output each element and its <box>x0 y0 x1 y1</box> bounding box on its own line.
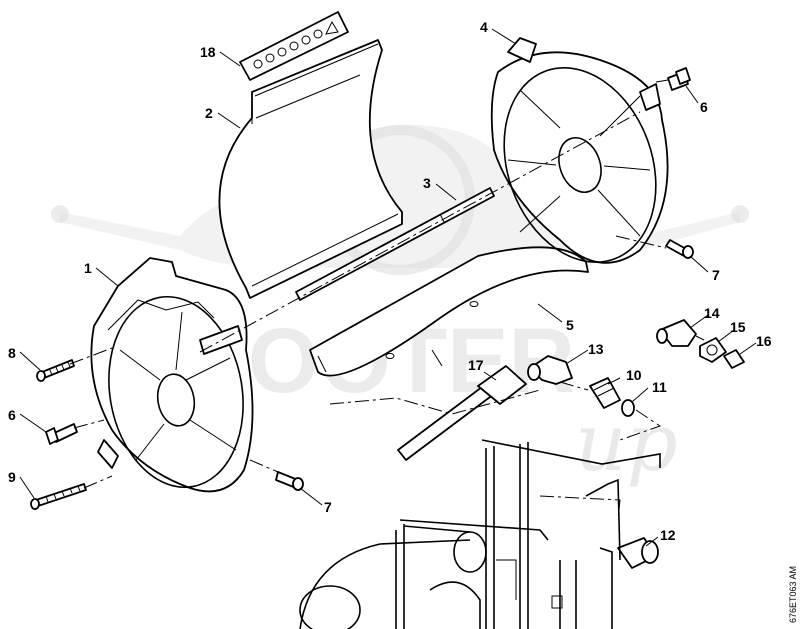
callout-16: 16 <box>756 333 772 349</box>
lower-cover <box>309 246 589 377</box>
callout-18: 18 <box>200 44 216 60</box>
callout-12: 12 <box>660 527 676 543</box>
callout-15: 15 <box>730 319 746 335</box>
callout-2: 2 <box>205 105 213 121</box>
screw-9 <box>30 483 87 510</box>
callout-17: 17 <box>468 357 484 373</box>
callout-9: 9 <box>8 469 16 485</box>
callout-7-lower: 7 <box>324 499 332 515</box>
drive-shaft <box>295 187 495 301</box>
callout-4: 4 <box>480 19 488 35</box>
left-fan-housing <box>90 257 254 493</box>
callout-6-right: 6 <box>700 99 708 115</box>
elbow-fitting-13 <box>527 355 573 385</box>
screw-7-lower <box>275 471 304 491</box>
cap-16 <box>723 349 745 369</box>
screw-8 <box>36 359 75 382</box>
callout-14: 14 <box>704 305 720 321</box>
frame-assembly <box>299 439 661 629</box>
bolt-6-left <box>45 423 78 445</box>
callout-6-left: 6 <box>8 407 16 423</box>
callout-labels: 18 2 3 4 1 5 6 7 8 6 9 7 17 13 10 11 14 … <box>8 19 772 543</box>
bolt-6-right <box>667 67 691 91</box>
elbow-fitting-14 <box>656 319 697 347</box>
o-ring-11 <box>621 399 635 417</box>
leader-lines <box>19 28 757 547</box>
drawing-code: 676ET063 AM <box>788 566 798 623</box>
assembly-lines <box>69 79 705 521</box>
callout-10: 10 <box>626 367 642 383</box>
fitting-12 <box>617 537 659 569</box>
callout-1: 1 <box>84 260 92 276</box>
hose-17 <box>397 365 527 461</box>
upper-cover <box>218 39 403 299</box>
callout-7-right: 7 <box>712 267 720 283</box>
callout-3: 3 <box>423 175 431 191</box>
callout-5: 5 <box>566 317 574 333</box>
callout-8: 8 <box>8 345 16 361</box>
callout-11: 11 <box>652 379 667 395</box>
callout-13: 13 <box>588 341 604 357</box>
nut-15 <box>699 337 727 363</box>
warning-decal <box>239 11 349 81</box>
right-fan-housing <box>490 37 669 264</box>
screw-7-right <box>665 239 694 259</box>
connector-10 <box>589 377 621 409</box>
